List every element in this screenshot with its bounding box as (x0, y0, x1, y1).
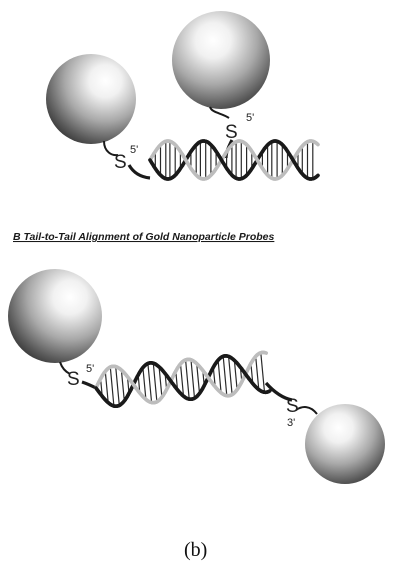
dna-strand-dark (269, 391, 270, 392)
base-pair-rung (191, 360, 195, 398)
panel-b: B Tail-to-Tail Alignment of Gold Nanopar… (8, 231, 385, 484)
end-label-left: 5' (86, 363, 94, 375)
panel-a: S 5' S 5' (46, 11, 318, 179)
base-pair-rung (153, 363, 157, 402)
figure-caption: (b) (184, 539, 207, 561)
base-pair-rung (256, 356, 259, 389)
linker-right (296, 407, 317, 414)
sulfur-label-left: S (67, 369, 80, 390)
base-pair-rung (116, 367, 120, 406)
dna-strand-light (317, 144, 318, 145)
panel-b-heading: B Tail-to-Tail Alignment of Gold Nanopar… (13, 231, 275, 243)
gold-nanoparticle-right (305, 404, 385, 484)
sulfur-label-left: S (114, 152, 127, 173)
base-pair-rung (186, 360, 190, 399)
gold-nanoparticle-left (46, 54, 136, 144)
base-pair-rung (110, 367, 114, 406)
tail-left (82, 382, 96, 388)
gold-nanoparticle-left (8, 269, 102, 363)
end-label-right: 3' (287, 417, 295, 429)
dna-helix-a (150, 141, 318, 179)
gold-nanoparticle-right (172, 11, 270, 109)
base-pair-rung (148, 364, 152, 403)
dna-helix-b (96, 352, 270, 406)
tail-left (129, 165, 150, 178)
end-label-right: 5' (246, 112, 254, 124)
end-label-left: 5' (130, 144, 138, 156)
base-pair-rung (223, 356, 227, 395)
base-pair-rung (261, 353, 265, 392)
dna-strand-dark (317, 175, 318, 176)
base-pair-rung (229, 356, 233, 394)
